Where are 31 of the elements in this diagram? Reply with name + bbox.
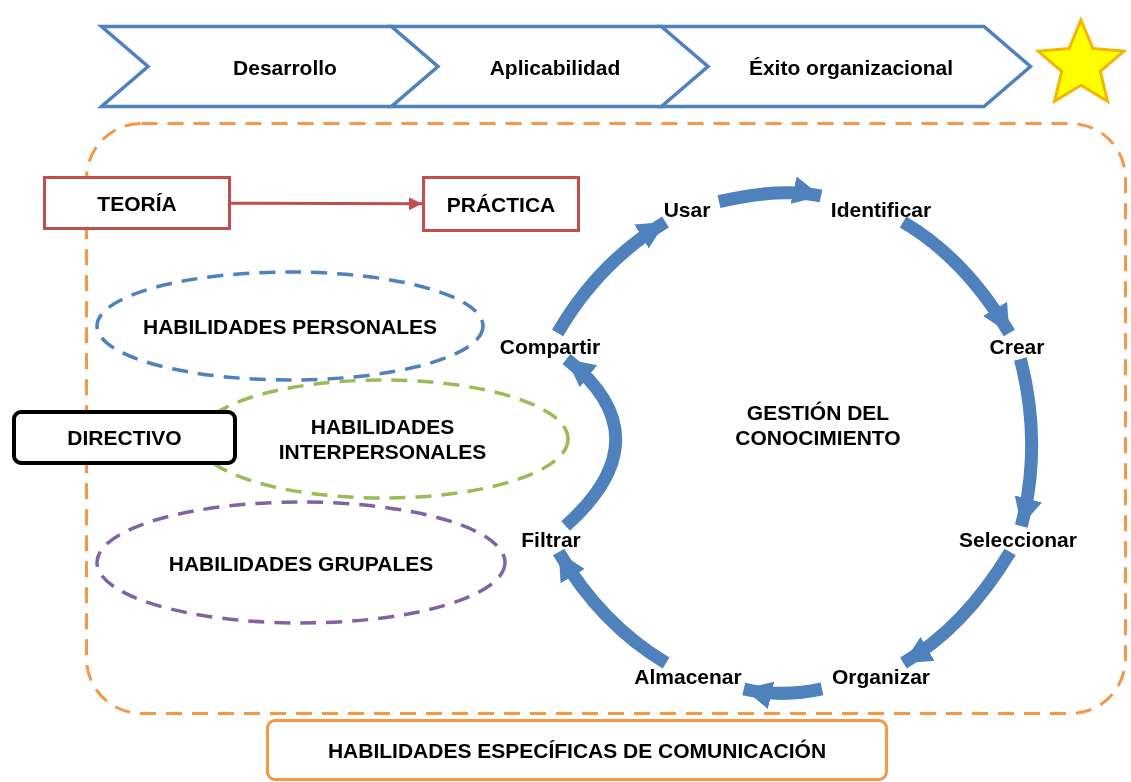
arrow (231, 197, 422, 211)
ellipse-label: HABILIDADES PERSONALES (142, 313, 438, 339)
ellipse-label: HABILIDADES GRUPALES (167, 550, 435, 575)
arrow (553, 548, 670, 669)
step-label: Aplicabilidad (488, 54, 622, 79)
cycle-step-label: Filtrar (513, 526, 589, 552)
dashed-ellipse (95, 270, 485, 382)
labeled-box: PRÁCTICA (422, 176, 580, 232)
dashed-ellipse (95, 500, 507, 625)
arrow (742, 681, 824, 709)
chevron-step (660, 25, 1032, 108)
arrow (561, 354, 623, 531)
arrow (900, 548, 1016, 669)
arrow (1014, 357, 1042, 528)
arrow (717, 177, 823, 208)
step-label: Desarrollo (232, 54, 338, 79)
ellipse-label: HABILIDADES INTERPERSONALES (277, 414, 488, 464)
arrow (552, 216, 669, 337)
arrow (899, 216, 1015, 337)
labeled-box: TEORÍA (43, 176, 231, 230)
step-label: Éxito organizacional (747, 54, 955, 79)
cycle-step-label: Compartir (490, 333, 610, 359)
center-label: GESTIÓN DEL CONOCIMIENTO (734, 400, 902, 451)
cycle-step-label: Almacenar (624, 663, 752, 689)
cycle-step-label: Identificar (820, 196, 942, 222)
cycle-step-label: Usar (655, 196, 719, 222)
labeled-box: HABILIDADES ESPECÍFICAS DE COMUNICACIÓN (266, 719, 888, 781)
cycle-step-label: Organizar (822, 663, 940, 689)
cycle-step-label: Seleccionar (948, 526, 1088, 552)
cycle-step-label: Crear (982, 333, 1052, 359)
labeled-box: DIRECTIVO (12, 410, 237, 465)
